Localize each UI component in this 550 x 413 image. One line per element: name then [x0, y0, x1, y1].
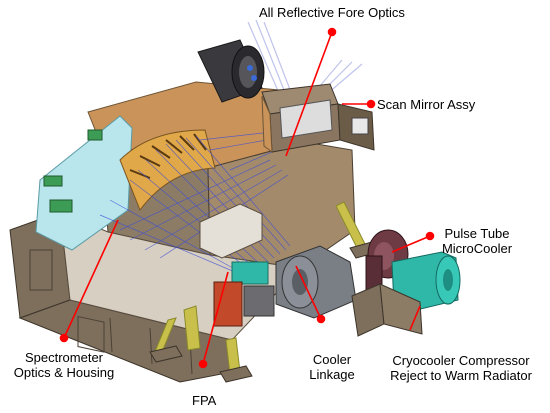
label-cooler-linkage: Cooler Linkage	[309, 352, 355, 382]
label-scan-mirror: Scan Mirror Assy	[377, 97, 476, 112]
leader-compressor	[409, 305, 421, 331]
label-fore-optics: All Reflective Fore Optics	[259, 5, 405, 20]
incoming-light-beams	[247, 19, 363, 101]
cooler-linkage	[275, 245, 357, 319]
leader-spectrometer	[63, 219, 119, 339]
leader-cooler-linkage	[295, 265, 322, 320]
compressor-mount-plate	[351, 283, 423, 337]
label-spectrometer: Spectrometer Optics & Housing	[13, 350, 115, 380]
label-compressor: Cryocooler Compressor Reject to Warm Rad…	[390, 353, 532, 383]
left-green-brackets	[43, 129, 103, 213]
label-fpa: FPA	[192, 393, 217, 408]
fold-mirror-bench	[199, 203, 263, 259]
leader-lines	[59, 27, 435, 369]
leader-pulse-tube	[391, 235, 431, 253]
scan-mirror-assembly	[261, 83, 375, 154]
mounting-struts	[153, 201, 367, 375]
housing-ribs	[29, 249, 193, 375]
fore-optics-telescope	[197, 39, 265, 103]
leader-fpa	[202, 271, 229, 365]
leader-fore-optics	[285, 31, 333, 157]
label-pulse-tube: Pulse Tube MicroCooler	[441, 226, 513, 256]
